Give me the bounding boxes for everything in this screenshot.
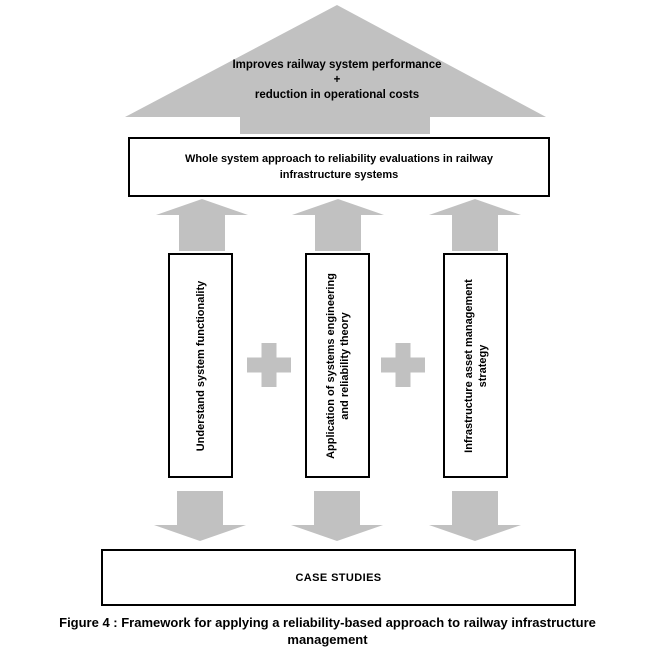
up-arrow-icon-left — [156, 199, 248, 251]
pillar-3-line-2: strategy — [476, 344, 489, 387]
pillar-1-text: Understand system functionality — [171, 254, 231, 477]
pillar-3-text: Infrastructure asset management strategy — [446, 254, 506, 477]
plus-icon-right — [381, 343, 425, 387]
top-arrow-plus: + — [333, 74, 341, 86]
pillar-2-line-2: and reliability theory — [338, 311, 351, 420]
down-arrow-icon-middle — [291, 491, 383, 541]
up-arrow-icon-right — [429, 199, 521, 251]
top-arrow-line-2: reduction in operational costs — [254, 89, 420, 101]
whole-system-line-2: infrastructure systems — [279, 169, 399, 181]
down-arrow-icon-right — [429, 491, 521, 541]
pillar-2-line-1: Application of systems engineering — [324, 272, 337, 459]
big-up-arrow-icon — [125, 5, 546, 134]
case-studies-box: CASE STUDIES — [101, 549, 576, 606]
case-studies-label: CASE STUDIES — [295, 571, 382, 584]
figure-caption: Figure 4 : Framework for applying a reli… — [0, 614, 655, 648]
pillar-1-line-1: Understand system functionality — [194, 280, 207, 451]
pillar-3-line-1: Infrastructure asset management — [462, 278, 475, 453]
whole-system-box: Whole system approach to reliability eva… — [128, 137, 550, 197]
plus-icon-left — [247, 343, 291, 387]
top-arrow-line-1: Improves railway system performance — [232, 59, 442, 71]
caption-line-2: management — [287, 632, 368, 647]
down-arrow-icon-left — [154, 491, 246, 541]
pillar-2-text: Application of systems engineering and r… — [308, 254, 368, 477]
top-arrow-text: Improves railway system performance + re… — [177, 58, 497, 103]
whole-system-line-1: Whole system approach to reliability eva… — [184, 153, 494, 165]
pillar-infrastructure-asset-management-strategy: Infrastructure asset management strategy — [443, 253, 508, 478]
up-arrow-icon-middle — [292, 199, 384, 251]
pillar-understand-system-functionality: Understand system functionality — [168, 253, 233, 478]
caption-line-1: Figure 4 : Framework for applying a reli… — [59, 615, 596, 630]
pillar-systems-engineering-reliability-theory: Application of systems engineering and r… — [305, 253, 370, 478]
